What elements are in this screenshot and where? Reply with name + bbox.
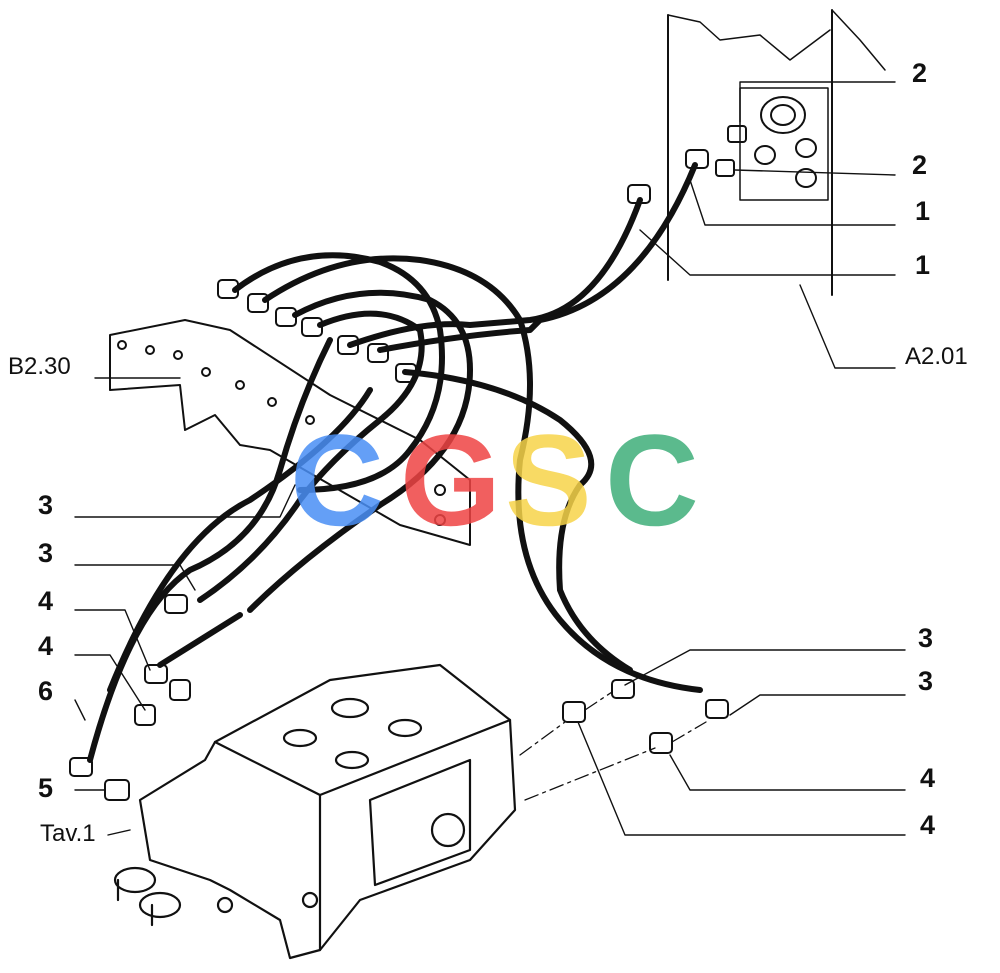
leader-lines [74, 81, 906, 836]
bracket-plate [109, 319, 471, 546]
callout-4-left-lower: 4 [38, 631, 54, 661]
callout-4-right-upper: 4 [920, 763, 936, 793]
callout-3-right-upper: 3 [918, 623, 934, 653]
reference-a201: A2.01 [905, 343, 968, 370]
callout-6: 6 [38, 676, 54, 706]
callout-1-lower: 1 [915, 250, 931, 280]
callout-5: 5 [38, 773, 54, 803]
reference-tav1: Tav.1 [40, 820, 96, 847]
control-valve-block [113, 663, 517, 960]
frame-ports [715, 96, 817, 188]
reference-b230: B2.30 [8, 353, 71, 380]
alignment-lines [519, 691, 707, 801]
callout-2-lower: 2 [912, 150, 928, 180]
callout-4-right-lower: 4 [920, 810, 936, 840]
hose-fittings-lower [69, 594, 729, 777]
callout-3-right-lower: 3 [918, 666, 934, 696]
callout-1-upper: 1 [915, 196, 931, 226]
callout-4-left-upper: 4 [38, 586, 54, 616]
hose-fittings-upper [217, 149, 709, 383]
callout-2-upper: 2 [912, 58, 928, 88]
frame-column [667, 9, 886, 296]
hose-bundle-inner [88, 163, 702, 762]
callout-3-left-lower: 3 [38, 538, 54, 568]
callout-3-left-upper: 3 [38, 490, 54, 520]
adapters [104, 679, 673, 801]
